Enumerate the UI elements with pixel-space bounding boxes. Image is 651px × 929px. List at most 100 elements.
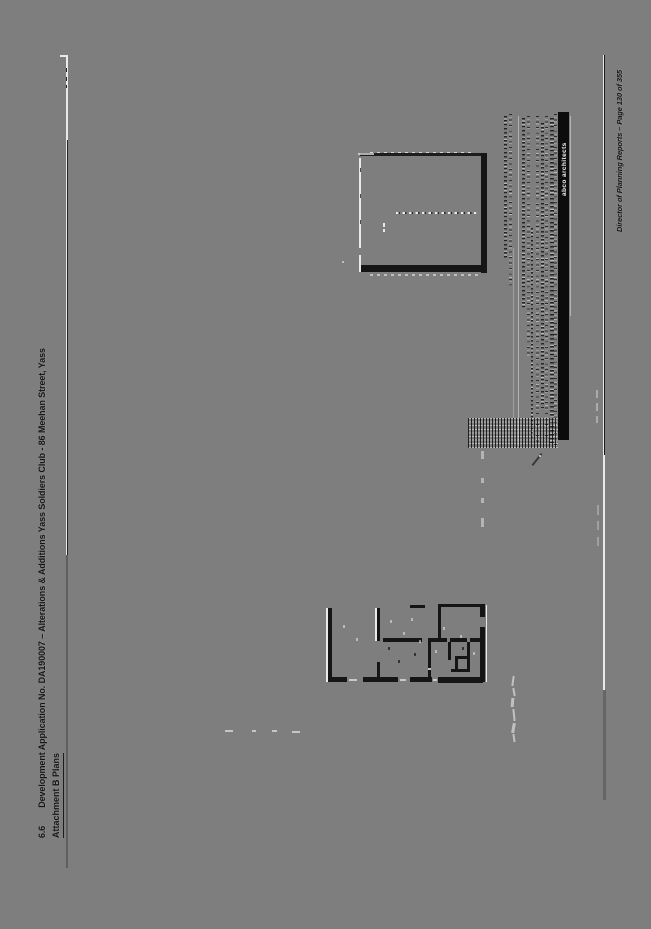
- heading-rule-lower: [66, 555, 69, 868]
- floor-wall-interior: [451, 669, 470, 672]
- title-block-caption-noise: [468, 418, 558, 448]
- floor-wall-interior: [377, 608, 380, 641]
- room-label-mark: [398, 660, 400, 663]
- roof-corner-highlight: [358, 153, 374, 155]
- room-label-mark: [419, 640, 421, 643]
- faint-dimension-dash: [292, 731, 300, 733]
- room-label-mark: [414, 653, 416, 656]
- scan-fleck: [597, 521, 599, 530]
- door-opening: [349, 679, 357, 681]
- heading-rule-dark-edge: [67, 140, 69, 555]
- floor-wall-interior: [428, 638, 431, 682]
- legend-mark: [481, 451, 484, 459]
- scribble-stroke: [512, 733, 516, 743]
- roof-annotation-mark: [383, 223, 385, 227]
- scan-fleck: [597, 505, 599, 515]
- attachment-heading: Attachment B Plans: [51, 752, 64, 838]
- roof-wall-right: [481, 153, 487, 273]
- floor-wall-mid: [383, 638, 422, 642]
- floor-wall-right: [480, 605, 485, 617]
- legend-mark: [481, 478, 484, 483]
- floor-wall-top: [441, 604, 485, 607]
- drawing-title-block: abco architects: [500, 108, 572, 452]
- scribble-stroke: [511, 722, 516, 734]
- floor-wall-interior: [455, 656, 458, 671]
- room-label-mark: [356, 638, 358, 641]
- scribble-stroke: [511, 675, 515, 687]
- rule-speck: [65, 68, 67, 72]
- title-block-border-line: [513, 248, 514, 438]
- floor-wall-bottom: [438, 677, 483, 683]
- floor-wall-bottom: [328, 677, 347, 682]
- scribble-stroke: [512, 687, 516, 697]
- agenda-item-number: 6.6: [37, 825, 47, 838]
- title-block-text-noise: [531, 228, 533, 438]
- scan-fleck: [596, 416, 598, 423]
- faint-dimension-dash: [272, 730, 277, 732]
- floor-wall-left: [328, 608, 332, 682]
- title-block-text-noise: [522, 118, 525, 308]
- floor-wall-bottom: [363, 677, 398, 682]
- roof-plan-drawing: [352, 148, 492, 280]
- scribble-stroke: [512, 708, 516, 722]
- stray-dot: [342, 261, 344, 263]
- architect-logo-text: abco architects: [560, 142, 568, 196]
- faint-dimension-dash: [225, 730, 233, 732]
- handwritten-mark: [510, 675, 520, 746]
- floor-wall-interior: [377, 662, 380, 680]
- title-block-text-noise: [554, 114, 557, 446]
- scan-fleck: [360, 194, 361, 198]
- scan-fleck: [597, 537, 599, 546]
- floor-wall-bottom: [410, 677, 432, 682]
- roof-wall-top: [360, 153, 487, 156]
- floor-wall-mid: [450, 638, 467, 642]
- room-label-mark: [411, 618, 413, 621]
- agenda-item-heading: 6.6 Development Application No. DA190007 …: [37, 348, 48, 838]
- room-label-mark: [390, 620, 392, 623]
- page-footer: Director of Planning Reports – Page 130 …: [615, 69, 624, 232]
- footer-rule: [603, 55, 605, 800]
- scan-fleck: [596, 403, 598, 411]
- footer-rule-lower: [602, 690, 606, 800]
- roof-wall-bottom: [360, 265, 487, 272]
- scan-fleck: [596, 390, 598, 398]
- north-arrow-highlight: [539, 455, 541, 457]
- room-label-mark: [443, 627, 445, 630]
- legend-mark: [481, 518, 484, 527]
- legend-mark: [481, 498, 484, 503]
- floor-wall-mid: [470, 638, 480, 642]
- footer-rule-dark-edge: [604, 55, 606, 455]
- faint-dimension-dash: [252, 730, 256, 732]
- room-label-mark: [343, 625, 345, 628]
- title-block-border-line: [518, 116, 519, 446]
- floor-wall-interior: [455, 656, 470, 659]
- title-block-text-noise: [550, 118, 554, 443]
- title-block-text-noise: [509, 114, 512, 288]
- door-opening: [400, 679, 406, 681]
- roof-wall-left-lower: [359, 255, 361, 272]
- floor-wall-interior: [448, 642, 451, 660]
- rule-speck: [65, 85, 67, 88]
- floor-wall-mid: [428, 638, 447, 642]
- title-block-text-noise: [504, 116, 507, 258]
- scribble-stroke: [510, 697, 515, 708]
- room-label-mark: [435, 650, 437, 653]
- wall-highlight: [485, 605, 487, 682]
- title-block-text-noise: [527, 116, 530, 358]
- title-block-text-noise: [536, 116, 539, 443]
- room-label-mark: [462, 647, 464, 650]
- agenda-item-title: Development Application No. DA190007 – A…: [37, 348, 47, 808]
- floor-wall-top: [410, 605, 425, 608]
- floor-plan-drawing: [315, 580, 495, 710]
- room-label-mark: [460, 635, 462, 638]
- roof-annotation-mark: [383, 229, 385, 232]
- room-label-mark: [403, 632, 405, 635]
- roof-wall-left: [359, 158, 361, 248]
- rule-speck: [65, 77, 67, 81]
- wall-highlight: [326, 608, 328, 682]
- door-opening: [428, 668, 431, 670]
- floor-wall-interior: [467, 642, 470, 669]
- door-opening: [433, 679, 437, 681]
- scan-fleck: [360, 220, 361, 224]
